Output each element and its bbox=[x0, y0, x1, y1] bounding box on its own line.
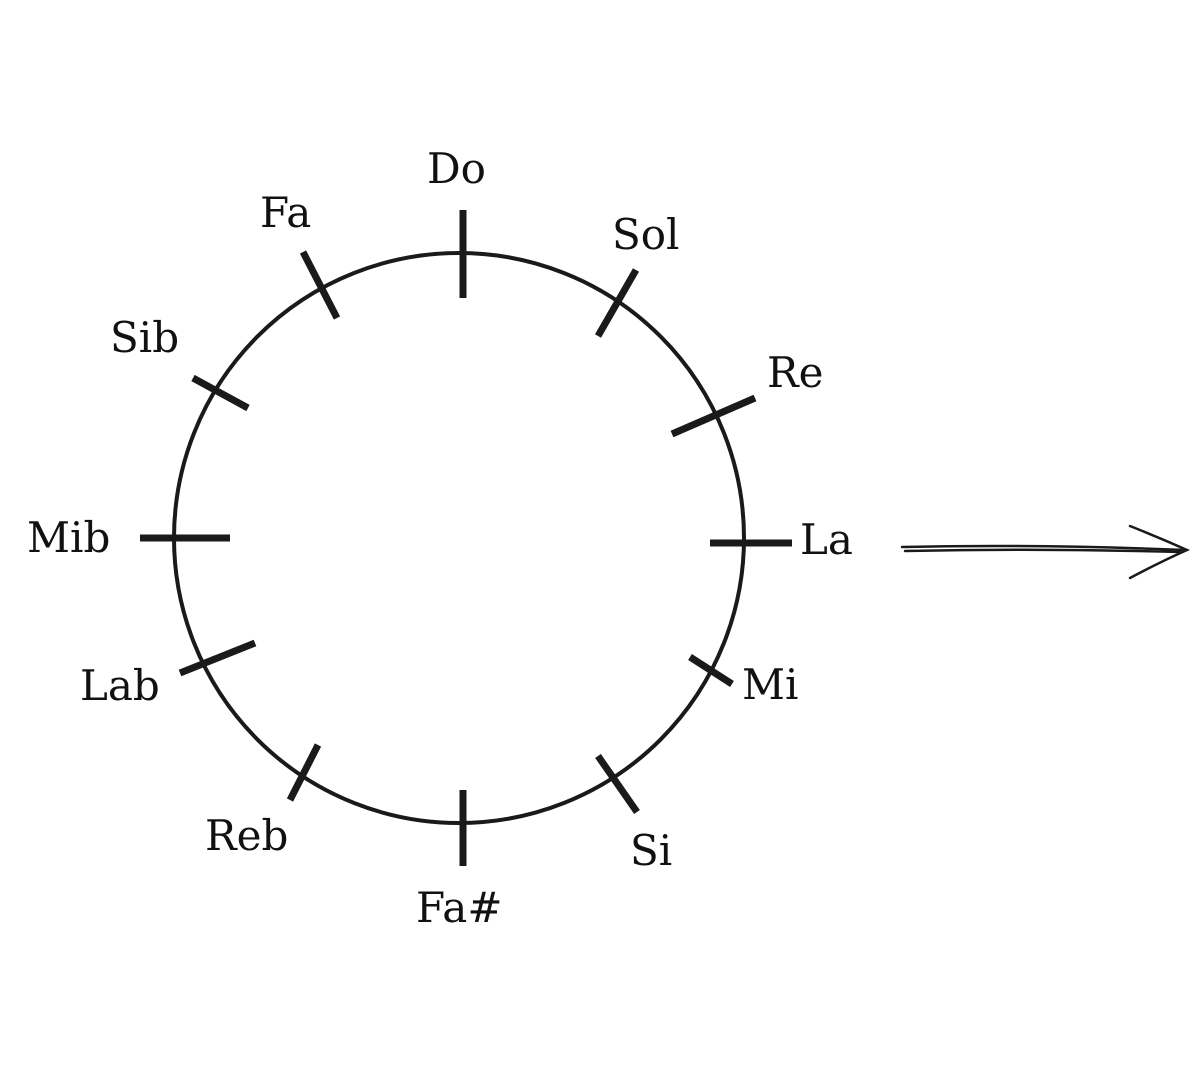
tick-lab bbox=[178, 639, 257, 677]
note-label-fa: Fa bbox=[260, 188, 312, 237]
tick-re bbox=[670, 394, 757, 438]
note-label-sol: Sol bbox=[612, 210, 680, 259]
arrow-shaft-sketch bbox=[903, 548, 1182, 554]
tick-fa bbox=[299, 250, 341, 320]
note-label-fa-sharp: Fa# bbox=[416, 883, 503, 932]
note-label-mib: Mib bbox=[27, 513, 111, 562]
arrow-head bbox=[1128, 524, 1191, 580]
tick-mi bbox=[688, 654, 734, 687]
note-label-lab: Lab bbox=[80, 661, 160, 710]
note-label-sib: Sib bbox=[110, 313, 180, 362]
note-label-mi: Mi bbox=[742, 660, 799, 709]
arrow-shaft bbox=[900, 544, 1187, 552]
tick-sib bbox=[191, 374, 250, 412]
arrow bbox=[900, 524, 1191, 580]
note-label-do: Do bbox=[427, 144, 486, 193]
note-label-reb: Reb bbox=[205, 811, 289, 860]
tick-reb bbox=[286, 743, 322, 802]
circle bbox=[172, 251, 746, 825]
note-label-si: Si bbox=[630, 826, 673, 875]
tick-sol bbox=[594, 268, 640, 338]
note-label-re: Re bbox=[767, 348, 824, 397]
tick-si bbox=[595, 753, 640, 815]
note-label-la: La bbox=[800, 515, 853, 564]
